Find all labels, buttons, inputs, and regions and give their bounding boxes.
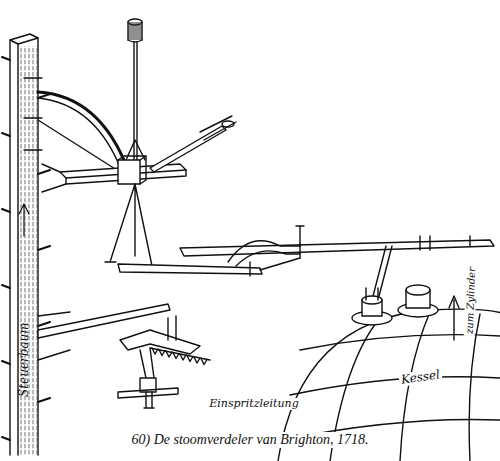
plug-peg [2, 437, 10, 440]
rocker-beam [42, 116, 236, 192]
plug-peg [2, 57, 10, 60]
plug-peg [2, 133, 10, 136]
part-label: zum Zylinder [463, 264, 476, 335]
sector-teeth [152, 348, 207, 365]
plug-peg [38, 398, 50, 402]
plug-peg [38, 246, 50, 250]
plug-peg [38, 170, 50, 174]
plug-peg [2, 285, 10, 288]
quadrant-arc [24, 78, 128, 172]
part-label: Einspritzleitung [207, 398, 301, 410]
tripod-stand [105, 184, 158, 266]
plug-tree [2, 34, 50, 455]
plug-peg [2, 361, 10, 364]
plug-peg [38, 322, 50, 326]
tumbler-weight [126, 19, 145, 160]
figure-caption: 60) De stoomverdeler van Brighton, 1718. [128, 432, 371, 448]
valve-lever-bars [118, 226, 494, 300]
part-label: Kessel [398, 368, 442, 387]
part-label: Steuerbaum [17, 323, 30, 398]
injection-valve [118, 316, 210, 408]
plug-peg [2, 209, 10, 212]
